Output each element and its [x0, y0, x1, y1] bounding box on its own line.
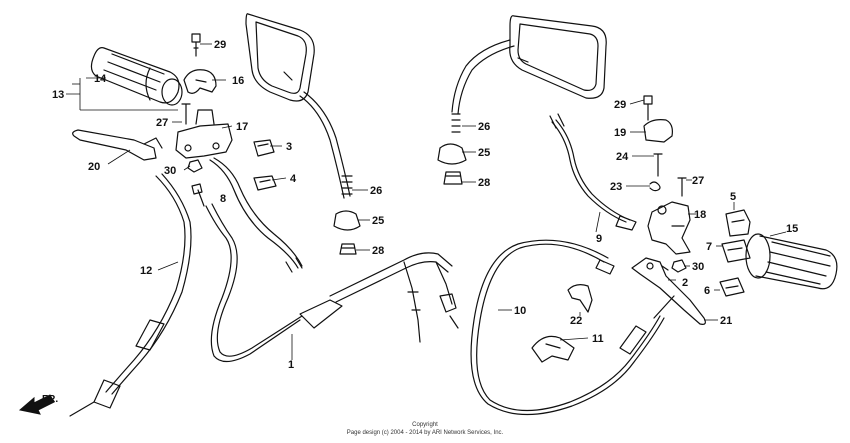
- callout-29-left: 29: [214, 39, 226, 51]
- callout-9: 9: [596, 233, 602, 245]
- callout-6: 6: [704, 285, 710, 297]
- left-switch-housing: [175, 109, 233, 159]
- clutch-cable: [69, 173, 192, 417]
- callout-5: 5: [730, 191, 736, 203]
- callout-16: 16: [232, 75, 244, 87]
- callout-15: 15: [786, 223, 798, 235]
- callout-22: 22: [570, 315, 582, 327]
- callout-3: 3: [286, 141, 292, 153]
- callout-29-right: 29: [614, 99, 626, 111]
- direction-label: FR.: [42, 394, 58, 405]
- callout-24: 24: [616, 151, 629, 163]
- clutch-lever: [72, 129, 163, 161]
- callout-26-left: 26: [370, 185, 382, 197]
- right-grip: [745, 233, 838, 290]
- callout-20: 20: [88, 161, 100, 173]
- callout-30-right: 30: [692, 261, 704, 273]
- callout-17: 17: [236, 121, 248, 133]
- copyright-title: Copyright: [412, 422, 438, 428]
- front-direction-arrow-icon: [18, 394, 55, 415]
- callout-2: 2: [682, 277, 688, 289]
- callout-8: 8: [220, 193, 226, 205]
- callout-28-right: 28: [478, 177, 490, 189]
- callout-30-left: 30: [164, 165, 176, 177]
- left-grip: [90, 47, 183, 106]
- callout-7: 7: [706, 241, 712, 253]
- callout-1: 1: [288, 359, 294, 371]
- right-mirror: [451, 15, 607, 133]
- callout-23: 23: [610, 181, 622, 193]
- callout-13: 13: [52, 89, 64, 101]
- handlebar-cap: [183, 69, 217, 94]
- copyright-notice: Page design (c) 2004 - 2014 by ARI Netwo…: [347, 430, 504, 436]
- callout-26-right: 26: [478, 121, 490, 133]
- callout-10: 10: [514, 305, 526, 317]
- brake-master-cylinder: [647, 201, 691, 255]
- throttle-cable-loop: [470, 239, 675, 416]
- callout-25-right: 25: [478, 147, 490, 159]
- throttle-cables: [205, 203, 459, 363]
- callout-18: 18: [694, 209, 706, 221]
- callout-27-left: 27: [156, 117, 168, 129]
- callout-19: 19: [614, 127, 626, 139]
- callout-21: 21: [720, 315, 732, 327]
- callout-25-left: 25: [372, 215, 384, 227]
- callout-4: 4: [290, 173, 297, 185]
- callout-28-left: 28: [372, 245, 384, 257]
- callout-12: 12: [140, 265, 152, 277]
- left-mirror: [245, 13, 353, 199]
- callout-11: 11: [592, 333, 604, 345]
- callout-14: 14: [94, 73, 107, 85]
- callout-27-right: 27: [692, 175, 704, 187]
